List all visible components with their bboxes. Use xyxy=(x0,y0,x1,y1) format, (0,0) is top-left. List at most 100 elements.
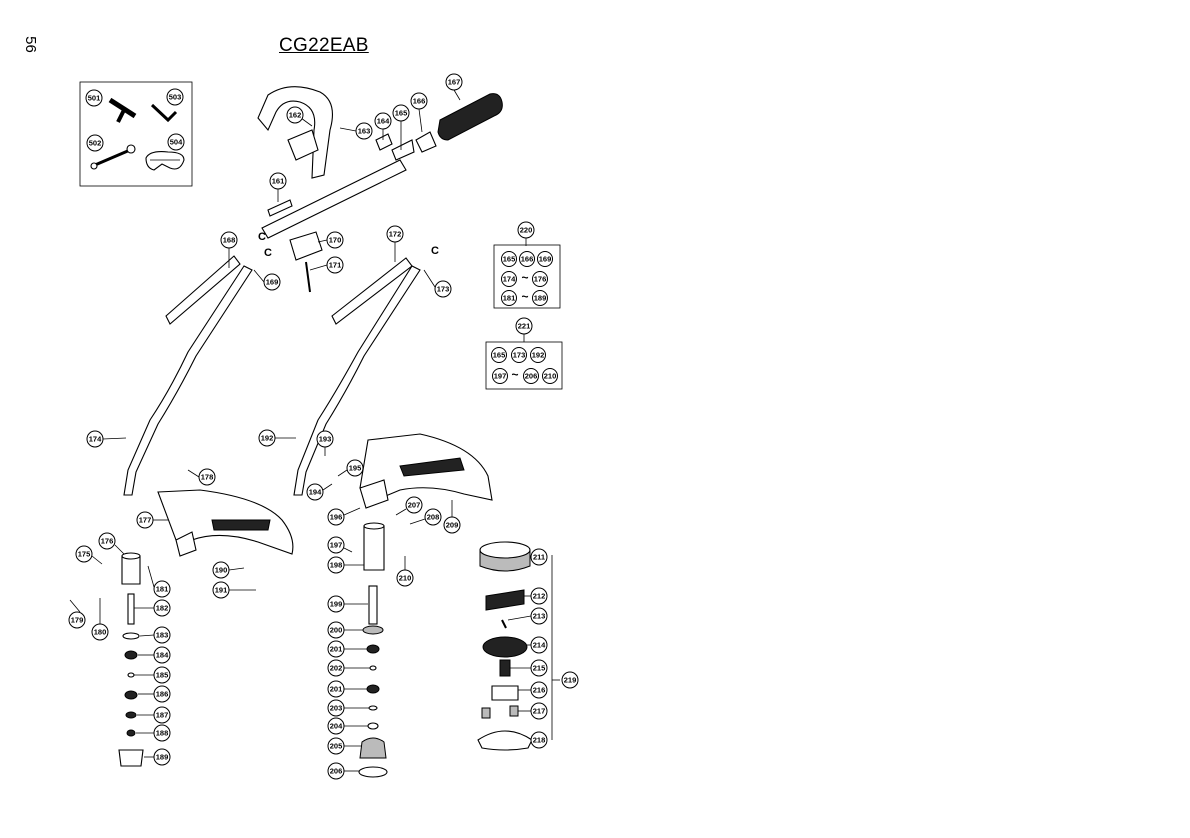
callout-circle xyxy=(386,225,404,243)
callout-circle xyxy=(530,681,548,699)
kit-callout-circle xyxy=(519,251,535,267)
callout-circle xyxy=(355,122,373,140)
part-number-callout: 166 xyxy=(413,97,426,106)
part-number-callout: 194 xyxy=(309,488,322,497)
leader-line xyxy=(507,615,532,621)
part-number-callout: 215 xyxy=(533,664,546,673)
part-number-callout: 168 xyxy=(223,236,236,245)
callout-circle xyxy=(530,548,548,566)
kit-part-number: 166 xyxy=(521,255,534,264)
kit-part-number: ~ xyxy=(511,368,518,382)
trimmer-head xyxy=(477,541,533,751)
callout-circle xyxy=(91,623,109,641)
part-number-callout: 183 xyxy=(156,631,169,640)
kit-part-number: 165 xyxy=(493,351,506,360)
callout-circle xyxy=(327,680,345,698)
leader-line xyxy=(317,239,328,243)
callout-circle xyxy=(327,762,345,780)
callout-circle xyxy=(410,92,428,110)
kit-callout-circle xyxy=(532,290,548,306)
safety-goggles-icon xyxy=(145,151,185,171)
callout-circle xyxy=(396,569,414,587)
part-number-callout: 172 xyxy=(389,230,402,239)
callout-circle xyxy=(86,430,104,448)
part-number-callout: 206 xyxy=(330,767,343,776)
part-number-callout: 169 xyxy=(266,278,279,287)
part-number-callout: 208 xyxy=(427,513,440,522)
callout-circle xyxy=(153,748,171,766)
leader-line xyxy=(102,437,127,440)
part-number-callout: 191 xyxy=(215,586,228,595)
part-number-callout: 164 xyxy=(377,117,390,126)
leader-line xyxy=(91,555,103,565)
leader-line xyxy=(300,117,313,127)
callout-circle xyxy=(220,231,238,249)
callout-circle xyxy=(167,133,185,151)
kit-callout-circle xyxy=(501,271,517,287)
callout-circle xyxy=(258,429,276,447)
kit-part-number: ~ xyxy=(521,271,528,285)
kit-number: 220 xyxy=(520,226,533,235)
kit-callout-circle xyxy=(491,347,507,363)
part-number-callout: 212 xyxy=(533,592,546,601)
part-number-callout: 192 xyxy=(261,434,274,443)
callout-circle xyxy=(153,666,171,684)
leader-line xyxy=(453,89,461,101)
connector-c-mark: C xyxy=(264,247,272,259)
kit-part-number: 173 xyxy=(513,351,526,360)
callout-circle xyxy=(75,545,93,563)
part-number-callout: 190 xyxy=(215,566,228,575)
grip-sleeve xyxy=(415,93,503,153)
part-number-callout: 203 xyxy=(330,704,343,713)
callout-circle xyxy=(530,731,548,749)
callout-circle xyxy=(530,659,548,677)
part-number-callout: 176 xyxy=(101,537,114,546)
callout-circle xyxy=(153,626,171,644)
part-number-callout: 193 xyxy=(319,435,332,444)
kit-callout-circle xyxy=(501,251,517,267)
part-number-callout: 213 xyxy=(533,612,546,621)
leader-line xyxy=(339,127,357,132)
leader-line xyxy=(343,547,353,553)
part-number-callout: 182 xyxy=(156,604,169,613)
part-number-callout: 195 xyxy=(349,464,362,473)
part-number-callout: 218 xyxy=(533,736,546,745)
part-number-callout: 209 xyxy=(446,521,459,530)
callout-circle xyxy=(327,699,345,717)
callout-circle xyxy=(263,273,281,291)
callout-circle xyxy=(346,459,364,477)
leader-line xyxy=(228,567,245,571)
part-number-callout: 210 xyxy=(399,574,412,583)
callout-circle xyxy=(327,556,345,574)
part-number-callout: 161 xyxy=(272,177,285,186)
part-number-callout: 163 xyxy=(358,127,371,136)
callout-circle xyxy=(445,73,463,91)
callout-circle xyxy=(166,88,184,106)
hex-key-icon xyxy=(150,103,178,123)
cable-label xyxy=(267,199,293,217)
callout-circle xyxy=(530,607,548,625)
part-number-callout: 211 xyxy=(533,553,545,562)
kit-part-number: 197 xyxy=(494,372,507,381)
callout-circle xyxy=(198,468,216,486)
callout-circle xyxy=(153,685,171,703)
kit-part-number: 192 xyxy=(532,351,545,360)
blade-stack-left xyxy=(118,593,144,767)
part-number-callout: 181 xyxy=(156,585,169,594)
kit-part-number: 169 xyxy=(539,255,552,264)
part-number-callout: 170 xyxy=(329,236,342,245)
part-number-callout: 178 xyxy=(201,473,214,482)
tool-part-number: 503 xyxy=(169,93,182,102)
callout-circle xyxy=(153,599,171,617)
part-number-callout: 201 xyxy=(330,685,343,694)
callout-circle xyxy=(530,702,548,720)
shaft-clamp xyxy=(289,231,323,293)
kit-part-number: 206 xyxy=(525,372,538,381)
callout-circle xyxy=(374,112,392,130)
leader-line xyxy=(343,507,361,516)
part-number-callout: 200 xyxy=(330,626,343,635)
callout-circle xyxy=(85,89,103,107)
callout-circle xyxy=(306,483,324,501)
callout-circle xyxy=(327,717,345,735)
part-number-callout: 197 xyxy=(330,541,343,550)
